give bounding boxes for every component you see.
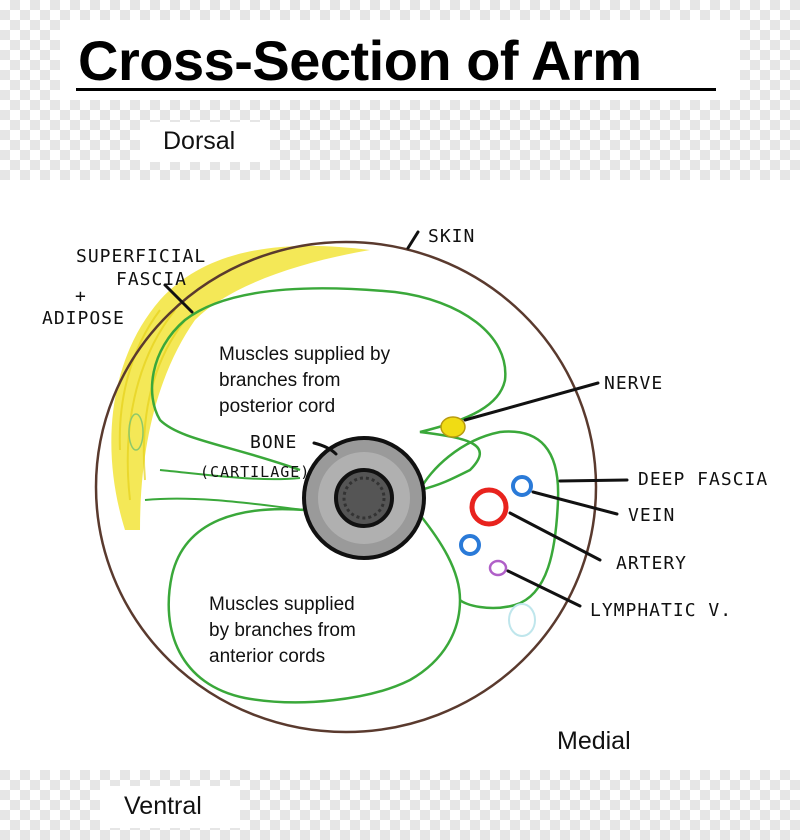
bone-label: BONE bbox=[250, 432, 297, 453]
vein-label: VEIN bbox=[628, 505, 675, 526]
lymphatic-vessel bbox=[488, 559, 508, 577]
superficial-fascia-label-4: ADIPOSE bbox=[42, 308, 125, 329]
posterior-text-line-2: branches from bbox=[219, 370, 341, 391]
artery-label: ARTERY bbox=[616, 553, 687, 574]
skin-leader bbox=[406, 230, 420, 250]
artery-leader bbox=[508, 511, 602, 562]
posterior-text-line-3: posterior cord bbox=[219, 396, 336, 417]
anterior-compartment-text: Muscles supplied by branches from anteri… bbox=[209, 592, 356, 670]
title-underline bbox=[76, 88, 716, 91]
deep-fascia-leader bbox=[558, 478, 629, 483]
anterior-text-line-1: Muscles supplied bbox=[209, 594, 355, 615]
nerve-leader bbox=[463, 381, 600, 422]
superficial-fascia-label-2: FASCIA bbox=[116, 269, 187, 290]
adipose-layer bbox=[111, 245, 370, 530]
ventral-label: Ventral bbox=[124, 792, 202, 820]
lymphatic-leader bbox=[506, 569, 582, 608]
posterior-text-line-1: Muscles supplied by bbox=[219, 344, 391, 365]
title-panel bbox=[60, 20, 740, 100]
nerve-label: NERVE bbox=[604, 373, 663, 394]
medial-compartment-fascia bbox=[418, 430, 560, 610]
anterior-text-line-2: by branches from bbox=[209, 620, 356, 641]
nerve-bundle bbox=[440, 416, 466, 438]
vein-leader bbox=[531, 490, 619, 516]
bone-leader bbox=[312, 441, 338, 456]
dorsal-label: Dorsal bbox=[163, 127, 236, 155]
diagram-title: Cross-Section of Arm bbox=[78, 29, 642, 92]
artery-vessel bbox=[469, 487, 509, 527]
posterior-compartment-text: Muscles supplied by branches from poster… bbox=[219, 342, 390, 420]
medial-label: Medial bbox=[557, 727, 631, 755]
posterior-compartment-fascia bbox=[150, 287, 507, 492]
skin-ring bbox=[94, 240, 598, 734]
faint-vessel bbox=[508, 603, 536, 637]
superficial-fascia-leader bbox=[163, 283, 194, 314]
bone-marrow-texture bbox=[342, 476, 386, 520]
ventral-panel bbox=[100, 786, 240, 828]
deep-fascia-label: DEEP FASCIA bbox=[638, 469, 768, 490]
superficial-fascia-label-1: SUPERFICIAL bbox=[76, 246, 206, 267]
dorsal-panel bbox=[140, 122, 270, 162]
superficial-vessel-outline bbox=[128, 413, 144, 451]
superficial-fascia-label-3: + bbox=[75, 286, 87, 307]
anterior-text-line-3: anterior cords bbox=[209, 646, 326, 667]
fascial-septum bbox=[144, 469, 306, 511]
cartilage-label: (CARTILAGE) bbox=[200, 463, 310, 481]
vein-vessel-lower bbox=[459, 534, 481, 556]
vein-vessel-upper bbox=[511, 475, 533, 497]
skin-label: SKIN bbox=[428, 226, 475, 247]
lymphatic-label: LYMPHATIC V. bbox=[590, 600, 732, 621]
adipose-texture bbox=[118, 309, 186, 501]
